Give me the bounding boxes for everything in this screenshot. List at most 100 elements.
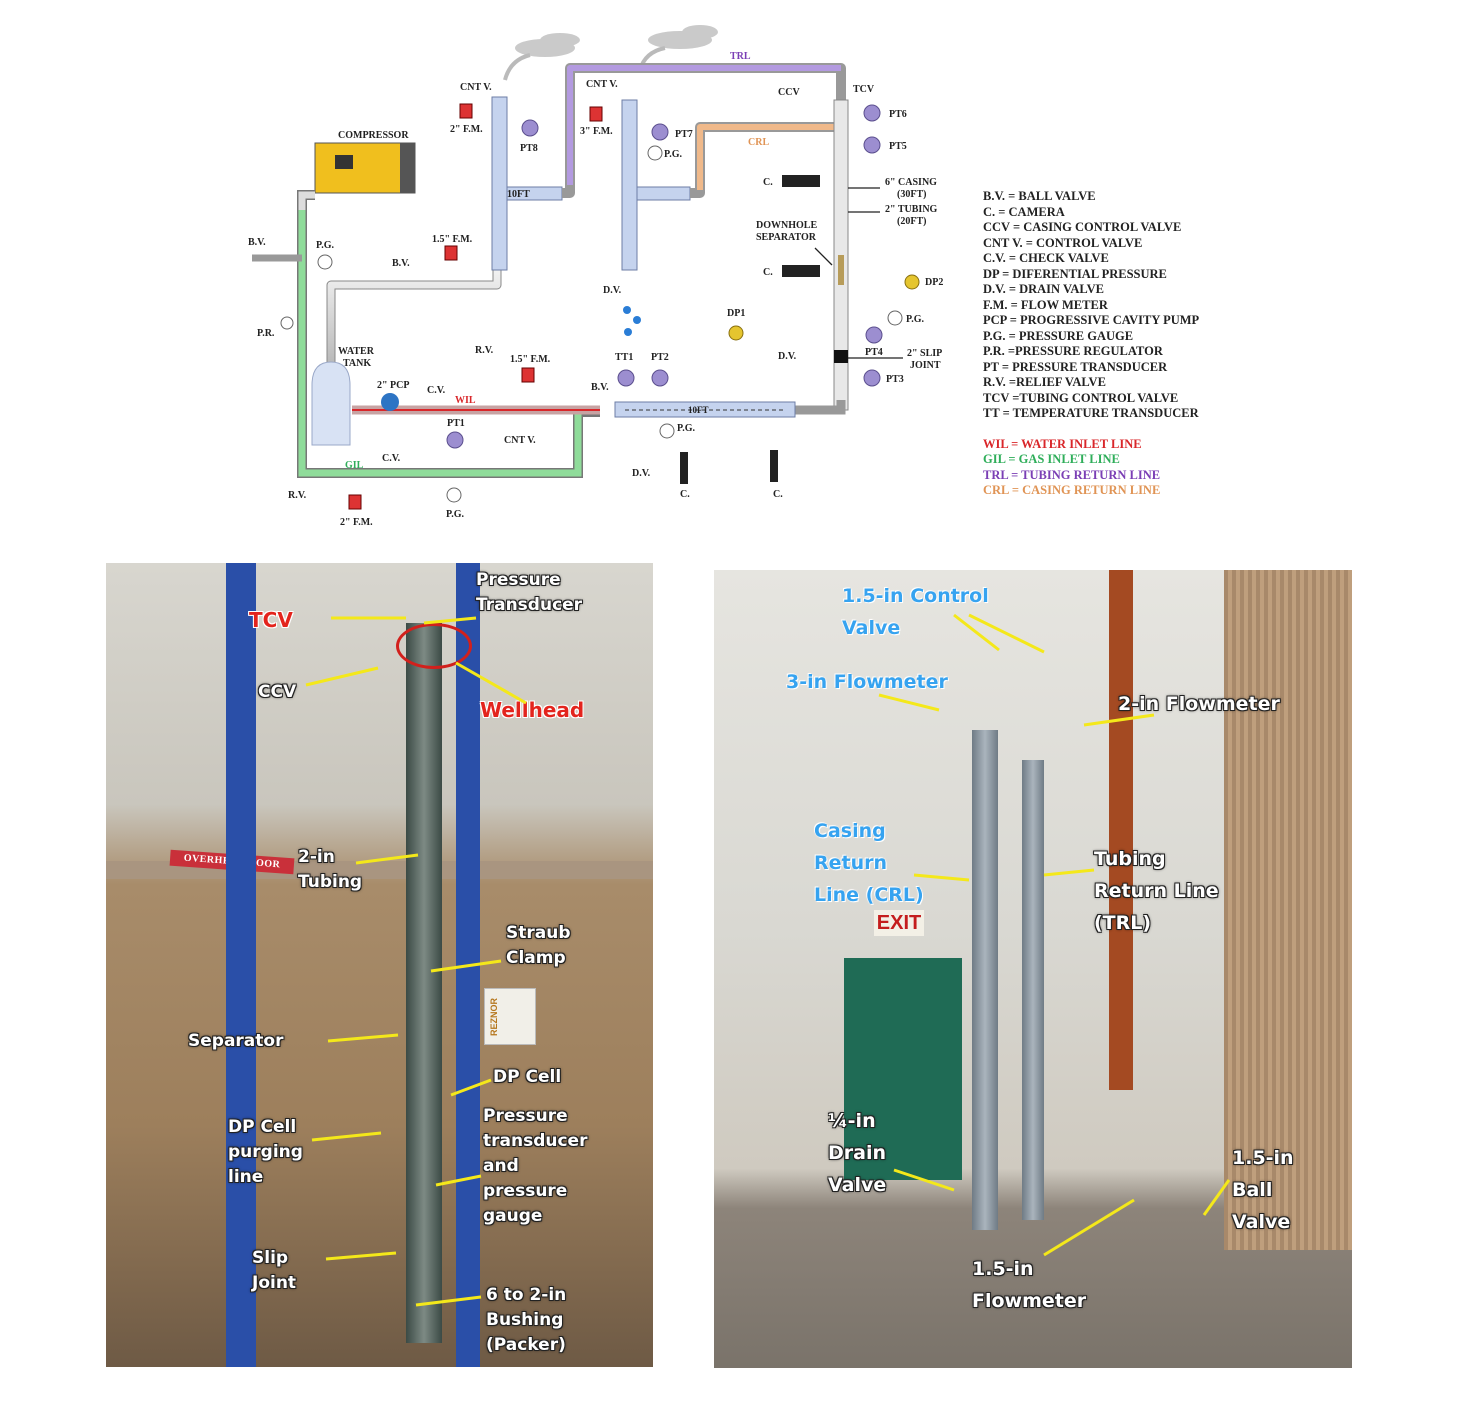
label-cnt-v-1: CNT V. — [460, 82, 492, 93]
legend-item: P.R. =PRESSURE REGULATOR — [983, 344, 1163, 358]
legend-item: PCP = PROGRESSIVE CAVITY PUMP — [983, 313, 1200, 327]
label-tubing-length: (20FT) — [897, 216, 926, 227]
label-trl: TRL — [730, 51, 751, 62]
downhole-separator — [838, 255, 844, 285]
label-tubing-return-line: Tubing Return Line (TRL) — [1094, 848, 1219, 934]
vertical-tube-2 — [621, 99, 638, 271]
label-pg-mid: P.G. — [664, 149, 682, 160]
vertical-tube-1 — [491, 96, 508, 271]
pressure-transducer-icons — [446, 104, 883, 449]
label-dv-mid: D.V. — [603, 285, 622, 296]
label-pressure-transducer: Pressure Transducer — [476, 570, 583, 615]
casing-return-line — [690, 122, 835, 198]
photo-wellbore-setup: OVERHEAD DOOR REZNOR Pressure Transducer… — [106, 563, 653, 1367]
return-hose — [1109, 570, 1133, 1090]
label-bushing-packer: 6 to 2-in Bushing (Packer) — [486, 1285, 567, 1355]
label-downhole: DOWNHOLE — [756, 220, 817, 231]
exhaust-smoke-icon — [503, 25, 718, 81]
label-camera-1: C. — [763, 177, 773, 188]
label-cnt-v-3: CNT V. — [504, 435, 536, 446]
label-slip: 2" SLIP — [907, 348, 942, 359]
label-fm-15-top: 1.5" F.M. — [432, 234, 473, 245]
casing-tubing-pointer-arrows — [814, 187, 903, 359]
label-pt7: PT7 — [675, 129, 693, 140]
blue-frame-left — [226, 563, 256, 1367]
label-separator-photo: Separator — [188, 1031, 284, 1051]
label-pg-left: P.G. — [316, 240, 334, 251]
label-2in-flowmeter: 2-in Flowmeter — [1118, 693, 1280, 715]
label-camera-4: C. — [773, 489, 783, 500]
label-camera-3: C. — [680, 489, 690, 500]
water-tank-icon — [311, 361, 351, 446]
label-pt6: PT6 — [889, 109, 907, 120]
label-pg-sep: P.G. — [677, 423, 695, 434]
label-tt1: TT1 — [615, 352, 633, 363]
label-slip-joint: Slip Joint — [252, 1248, 297, 1293]
label-pt8: PT8 — [520, 143, 538, 154]
label-pr: P.R. — [257, 328, 275, 339]
label-dv-bottom: D.V. — [632, 468, 651, 479]
label-casing-return-line: Casing Return Line (CRL) — [814, 820, 924, 906]
label-cv-gil: C.V. — [382, 453, 401, 464]
label-casing-length: (30FT) — [897, 189, 926, 200]
tubing-return-pipe — [1022, 760, 1044, 1220]
label-rv-top: R.V. — [475, 345, 494, 356]
label-compressor: COMPRESSOR — [338, 130, 409, 141]
label-camera-2: C. — [763, 267, 773, 278]
legend-item: C.V. = CHECK VALVE — [983, 251, 1109, 265]
label-pg-right: P.G. — [906, 314, 924, 325]
legend-item: PT = PRESSURE TRANSDUCER — [983, 359, 1168, 374]
pressure-gauge-icons — [280, 145, 903, 503]
label-fm-3: 3" F.M. — [580, 126, 613, 137]
water-supply-pipe — [326, 270, 502, 365]
exit-door — [844, 958, 962, 1180]
camera-icons — [680, 175, 820, 484]
label-tcv: TCV — [853, 84, 875, 95]
label-wellhead: Wellhead — [480, 698, 585, 722]
label-bv-left: B.V. — [248, 237, 266, 248]
line-legend-item: WIL = WATER INLET LINE — [983, 436, 1142, 451]
dp-cell-icons — [728, 274, 920, 341]
label-ccv-photo: CCV — [258, 682, 297, 702]
label-bv-sep: B.V. — [591, 382, 609, 393]
label-cv-wil: C.V. — [427, 385, 446, 396]
pointer-arrows-right — [878, 613, 1231, 1257]
label-bv-water: B.V. — [392, 258, 410, 269]
legend-item: D.V. = DRAIN VALVE — [983, 282, 1104, 296]
slip-joint-block — [834, 350, 848, 363]
label-crl: CRL — [748, 137, 769, 148]
flow-meter-icons — [348, 103, 603, 510]
label-pcp: 2" PCP — [377, 380, 410, 391]
line-legend-item: TRL = TUBING RETURN LINE — [983, 467, 1161, 482]
legend-item: R.V. =RELIEF VALVE — [983, 375, 1106, 389]
legend-item: TT = TEMPERATURE TRANSDUCER — [983, 406, 1199, 420]
legend-item: TCV =TUBING CONTROL VALVE — [983, 390, 1179, 405]
water-drops-icon — [623, 306, 641, 336]
label-dp2: DP2 — [925, 277, 943, 288]
legend-item: CNT V. = CONTROL VALVE — [983, 235, 1143, 250]
label-dv-right: D.V. — [778, 351, 797, 362]
line-legend-item: CRL = CASING RETURN LINE — [983, 483, 1161, 497]
legend-item: DP = DIFERENTIAL PRESSURE — [983, 266, 1167, 281]
corrugated-wall — [1224, 570, 1352, 1250]
label-pg-bottom: P.G. — [446, 509, 464, 520]
separator-return-pipe — [795, 400, 846, 415]
label-drain-valve: ¼-in Drain Valve — [828, 1110, 887, 1196]
line-legend-item: GIL = GAS INLET LINE — [983, 452, 1120, 466]
label-fm-2-bottom: 2" F.M. — [340, 517, 373, 528]
label-joint: JOINT — [910, 360, 941, 371]
casing-pipe — [406, 623, 442, 1343]
label-10ft-1: 10FT — [507, 189, 530, 200]
casing-return-pipe — [972, 730, 998, 1230]
label-fm-2-top: 2" F.M. — [450, 124, 483, 135]
label-tubing: 2" TUBING — [885, 204, 938, 215]
label-pt2: PT2 — [651, 352, 669, 363]
reznor-heater — [484, 988, 536, 1045]
label-cnt-v-2: CNT V. — [586, 79, 618, 90]
pointer-arrows-left — [305, 616, 527, 1307]
label-15in-flowmeter: 1.5-in Flowmeter — [972, 1258, 1087, 1312]
legend-item: F.M. = FLOW METER — [983, 297, 1108, 312]
